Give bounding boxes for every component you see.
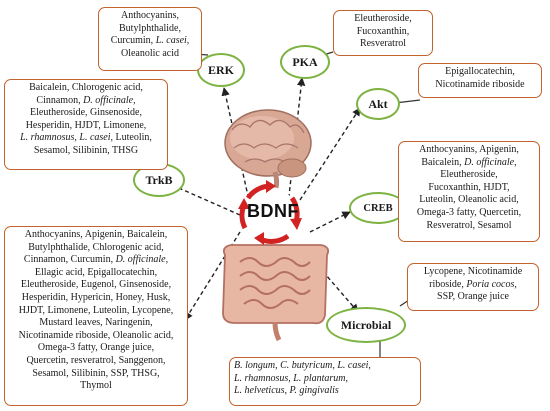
box-line-segment: Luteolin, bbox=[115, 132, 152, 144]
node-akt: Akt bbox=[356, 88, 400, 120]
box-line-italic: L. casei, bbox=[155, 35, 190, 47]
box-line: Fucoxanthin, bbox=[356, 25, 410, 37]
brain-illustration bbox=[224, 109, 312, 196]
bdnf-label: BDNF bbox=[247, 201, 299, 221]
box-line: Hesperidin, HJDT, Limonene, bbox=[25, 119, 147, 131]
bacteria-box: B. longum, C. butyricum, L. casei, L. rh… bbox=[229, 357, 421, 406]
box-line: Hesperidin, Hypericin, Honey, Husk, bbox=[21, 291, 171, 303]
arrow-to-akt bbox=[299, 107, 361, 201]
box-line-italic: L. casei, bbox=[79, 132, 113, 144]
box-line: Butylphthalide, bbox=[119, 22, 181, 34]
box-line-italic: L. rhamnosus, bbox=[20, 132, 77, 144]
box-line-italic: D. officinale, bbox=[464, 156, 517, 168]
box-line-segment: Curcumin, bbox=[110, 35, 154, 47]
box-line: Quercetin, resveratrol, Sanggenon, bbox=[26, 354, 166, 366]
box-line-italic: Poria cocos, bbox=[466, 278, 517, 290]
box-line: Resveratrol, Sesamol bbox=[426, 219, 512, 231]
box-line: Ellagic acid, Epigallocatechin, bbox=[34, 266, 158, 278]
node-pka: PKA bbox=[280, 45, 330, 79]
box-line-italic: L. helveticus, bbox=[234, 385, 288, 397]
akt-compound-box: Epigallocatechin, Nicotinamide riboside bbox=[418, 63, 542, 98]
box-line: Fucoxanthin, HJDT, bbox=[428, 181, 510, 193]
box-line: Sesamol, Silibinin, SSP, THSG, bbox=[32, 367, 160, 379]
creb-compound-box: Anthocyanins, Apigenin, Baicalein, D. of… bbox=[398, 141, 540, 242]
box-line-italic: L. rhamnosus, bbox=[234, 372, 291, 384]
box-line: L. rhamnosus, L. plantarum, bbox=[234, 373, 416, 386]
box-line: Cinnamon, Curcumin, D. officinale, bbox=[9, 254, 183, 267]
box-line: SSP, Orange juice bbox=[437, 291, 509, 303]
box-line: B. longum, C. butyricum, L. casei, bbox=[234, 360, 416, 373]
box-line: Lycopene, Nicotinamide bbox=[423, 266, 523, 277]
box-line: Sesamol, Silibinin, THSG bbox=[33, 144, 139, 156]
box-line: Omega-3 fatty, Quercetin, bbox=[416, 206, 522, 218]
intestine-illustration bbox=[222, 244, 330, 342]
box-line-segment: Cinnamon, bbox=[36, 94, 81, 106]
node-erk: ERK bbox=[197, 53, 245, 87]
bdnf-cycle bbox=[238, 180, 302, 245]
box-line: Mustard leaves, Naringenin, bbox=[39, 317, 153, 329]
box-line: Curcumin, L. casei, bbox=[103, 35, 197, 48]
pka-compound-box: Eleutheroside, Fucoxanthin, Resveratrol bbox=[333, 10, 433, 56]
box-line: Thymol bbox=[80, 380, 112, 392]
box-line: Epigallocatechin, bbox=[445, 66, 515, 77]
box-line: Baicalein, Chlorogenic acid, bbox=[29, 82, 143, 93]
box-line-segment: Baicalein, bbox=[421, 156, 462, 168]
box-line: riboside, Poria cocos, bbox=[412, 279, 534, 292]
box-line: HJDT, Limonene, Luteolin, Lycopene, bbox=[18, 304, 174, 316]
node-creb: CREB bbox=[349, 192, 407, 224]
box-line: Eleutheroside, bbox=[440, 169, 498, 181]
microbial-compound-box: Lycopene, Nicotinamide riboside, Poria c… bbox=[407, 263, 539, 311]
box-line: Eleutheroside, bbox=[354, 13, 412, 24]
box-line-segment: riboside, bbox=[429, 278, 464, 290]
box-line: Eleutheroside, Eugenol, Ginsenoside, bbox=[20, 279, 172, 291]
bdnf-compound-box: Anthocyanins, Apigenin, Baicalein, Butyl… bbox=[4, 226, 188, 406]
box-line: Anthocyanins, Apigenin, bbox=[419, 144, 519, 155]
box-line: Omega-3 fatty, Orange juice, bbox=[37, 342, 155, 354]
box-line: Resveratrol bbox=[359, 38, 407, 50]
box-line: Oleanolic acid bbox=[120, 47, 180, 59]
erk-compound-box: Anthocyanins, Butylphthalide, Curcumin, … bbox=[98, 7, 202, 71]
box-line-italic: D. officinale, bbox=[115, 254, 169, 266]
trkb-compound-box: Baicalein, Chlorogenic acid, Cinnamon, D… bbox=[4, 79, 168, 170]
box-line: Butylphthalide, Chlorogenic acid, bbox=[28, 241, 164, 253]
box-line: L. helveticus, P. gingivalis bbox=[234, 385, 416, 398]
box-line: L. rhamnosus, L. casei, Luteolin, bbox=[9, 132, 163, 145]
box-line: Eleutheroside, Ginsenoside, bbox=[30, 107, 142, 119]
box-line-italic: B. longum, bbox=[234, 360, 278, 371]
box-line: Nicotinamide riboside bbox=[435, 78, 525, 90]
box-line: Nicotinamide riboside, Oleanolic acid, bbox=[18, 329, 174, 341]
arrow-to-creb bbox=[309, 211, 351, 233]
node-microbial: Microbial bbox=[326, 307, 406, 343]
box-line: Anthocyanins, bbox=[120, 10, 180, 21]
box-line-italic: D. officinale, bbox=[83, 94, 136, 106]
arrow-to-trkb bbox=[171, 184, 241, 216]
box-line-italic: L. casei, bbox=[337, 360, 371, 371]
box-line-italic: C. butyricum, bbox=[280, 360, 335, 371]
box-line-italic: P. gingivalis bbox=[289, 385, 339, 397]
box-line: Anthocyanins, Apigenin, Baicalein, bbox=[24, 229, 168, 240]
box-line: Luteolin, Oleanolic acid, bbox=[419, 194, 519, 206]
box-line: Cinnamon, D. officinale, bbox=[9, 95, 163, 108]
box-line-segment: Cinnamon, Curcumin, bbox=[23, 254, 114, 266]
box-line: Baicalein, D. officinale, bbox=[403, 157, 535, 170]
box-line-italic: L. plantarum, bbox=[293, 372, 349, 384]
